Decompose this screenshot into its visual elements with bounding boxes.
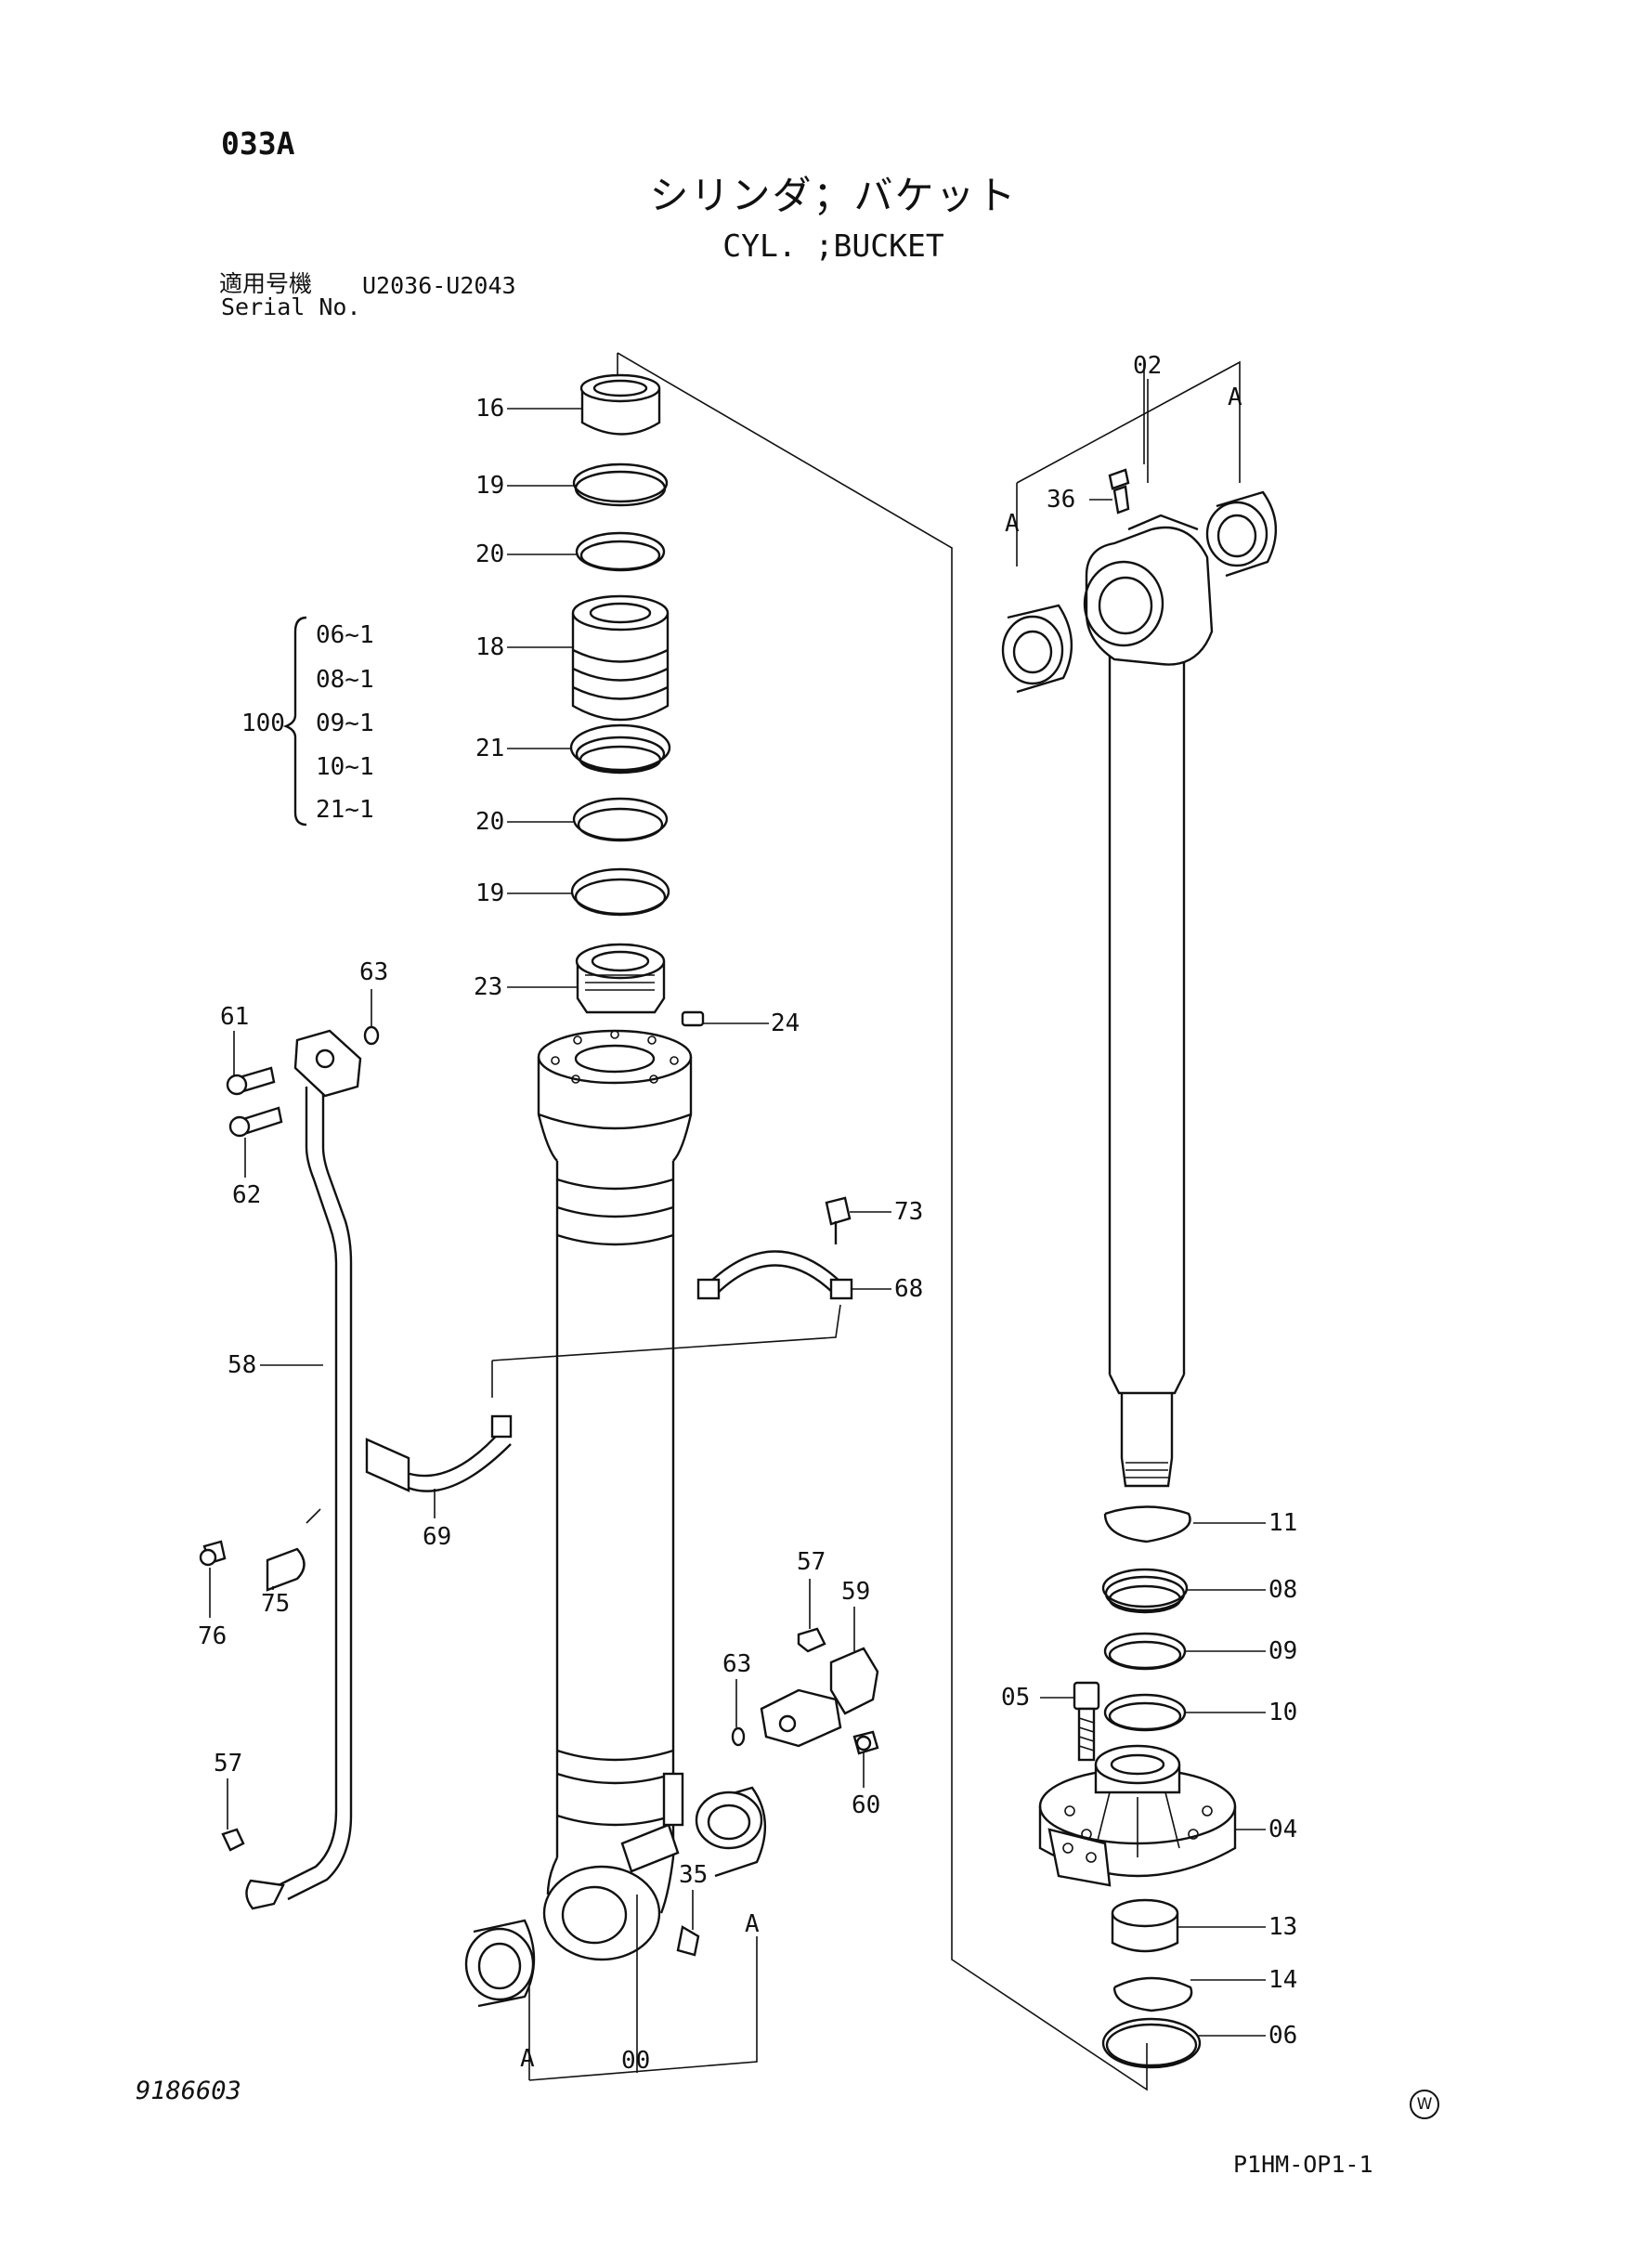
- callout-35: 35: [679, 1861, 708, 1889]
- kit-number: 100: [241, 710, 285, 737]
- pipe-assembly: [221, 1025, 380, 1910]
- callout-A-right-bushing: A: [745, 1910, 760, 1938]
- callout-14: 14: [1268, 1966, 1297, 1994]
- serial-label-japanese: 適用号機: [219, 270, 313, 297]
- callout-60: 60: [852, 1791, 880, 1819]
- callout-13: 13: [1268, 1913, 1297, 1941]
- piston-rod-assembly: [1001, 468, 1277, 1488]
- callout-10: 10: [1268, 1699, 1297, 1726]
- callout-18: 18: [475, 633, 504, 661]
- callout-A-left-bushing: A: [520, 2045, 535, 2073]
- clamp-parts: [199, 1196, 853, 1592]
- callout-16: 16: [475, 395, 504, 423]
- cylinder-tube-assembly: [537, 1029, 693, 1961]
- callout-19: 19: [475, 472, 504, 500]
- callout-23: 23: [474, 973, 502, 1001]
- callout-63: 63: [359, 958, 388, 986]
- serial-label-english: Serial No.: [221, 293, 361, 320]
- callout-59: 59: [841, 1578, 870, 1606]
- callout-24: 24: [771, 1009, 800, 1037]
- callout-76: 76: [198, 1622, 227, 1650]
- callout-21: 21: [475, 735, 504, 762]
- callout-62: 62: [232, 1181, 261, 1209]
- tube-pin-bushings: [464, 1786, 766, 2008]
- watermark-seal: W: [1410, 2090, 1439, 2119]
- rod-gland-seals: [1038, 1505, 1237, 2069]
- callout-09: 09: [1268, 1637, 1297, 1665]
- kit-item-3: 09~1: [316, 710, 374, 737]
- callout-00: 00: [621, 2047, 650, 2075]
- callout-69: 69: [423, 1523, 451, 1551]
- callout-08: 08: [1268, 1576, 1297, 1604]
- callout-68: 68: [894, 1275, 923, 1303]
- callout-73: 73: [894, 1198, 923, 1226]
- gland-seal-stack: [569, 373, 705, 1027]
- callout-75: 75: [261, 1590, 290, 1618]
- callout-20-lower: 20: [475, 808, 504, 836]
- callout-36: 36: [1047, 486, 1075, 514]
- kit-item-4: 10~1: [316, 753, 374, 781]
- callout-57-lower: 57: [214, 1750, 242, 1778]
- title-english: CYL. ;BUCKET: [0, 230, 1652, 261]
- title-japanese: シリンダ；バケット: [0, 176, 1652, 215]
- title-english-text: CYL. ;BUCKET: [722, 228, 944, 264]
- callout-20: 20: [475, 540, 504, 568]
- callout-61: 61: [220, 1003, 249, 1031]
- kit-item-2: 08~1: [316, 666, 374, 694]
- callout-58: 58: [228, 1351, 256, 1379]
- port-fittings: [676, 1627, 879, 1957]
- page-code: 033A: [221, 125, 295, 162]
- document-number: 9186603: [136, 2077, 241, 2105]
- callout-A-top-right: A: [1228, 384, 1242, 411]
- callout-labels: 16 19 20 18 21 20 19 23 24 100 06~1 08~1…: [198, 352, 1297, 2075]
- callout-57: 57: [797, 1548, 826, 1576]
- callout-02: 02: [1133, 352, 1162, 380]
- sheet-code: P1HM-OP1-1: [1233, 2151, 1373, 2178]
- callout-04: 04: [1268, 1816, 1297, 1843]
- kit-item-5: 21~1: [316, 796, 374, 824]
- leader-lines: [209, 379, 1266, 2037]
- callout-06: 06: [1268, 2022, 1297, 2050]
- callout-05: 05: [1001, 1684, 1030, 1712]
- kit-item-1: 06~1: [316, 621, 374, 649]
- callout-63-lower: 63: [722, 1650, 751, 1678]
- callout-A-top-left: A: [1005, 510, 1020, 538]
- serial-range: U2036-U2043: [362, 272, 516, 299]
- kit-bracket: [282, 616, 307, 827]
- title-japanese-text: シリンダ；バケット: [649, 173, 1018, 218]
- assembly-guide-lines: [491, 352, 1241, 2091]
- callout-19-lower: 19: [475, 879, 504, 907]
- callout-11: 11: [1268, 1509, 1297, 1537]
